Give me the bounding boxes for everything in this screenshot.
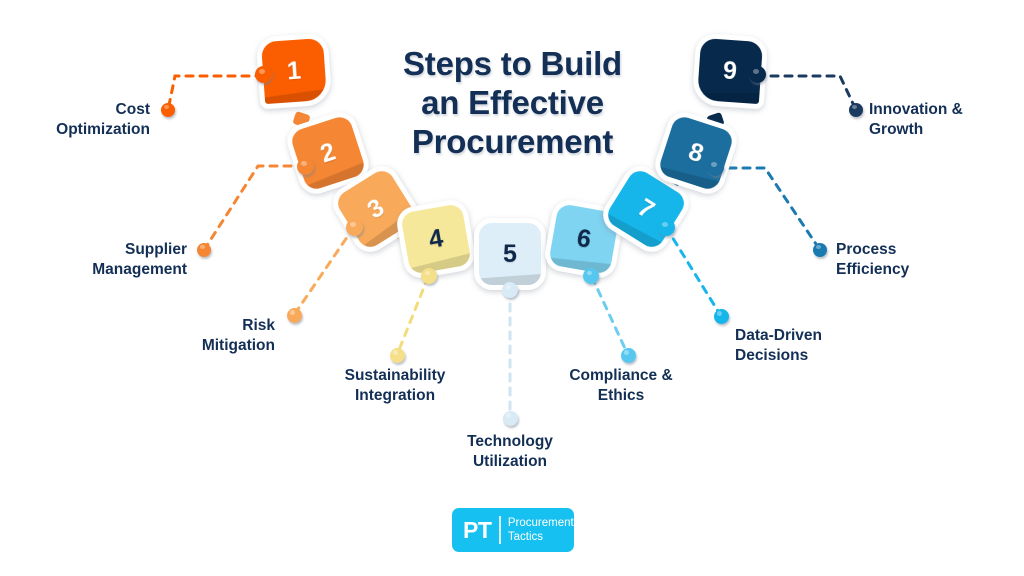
label-dot-cost-optimization (161, 103, 175, 117)
label-dot-data-driven-decisions (714, 309, 729, 324)
wire-innovation-growth (755, 74, 858, 112)
logo-wordmark-line1: Procurement (507, 517, 574, 529)
wire-compliance-ethics (590, 275, 630, 357)
label-supplier-management-line1: Supplier (124, 241, 187, 258)
wire-data-driven-decisions (664, 225, 723, 318)
step-dot-6 (583, 268, 599, 284)
step-dot-9 (749, 66, 766, 83)
label-cost-optimization-line2: Optimization (56, 121, 150, 138)
label-sustainability-integration: Sustainability Integration (298, 366, 492, 406)
label-dot-risk-mitigation (287, 308, 302, 323)
label-compliance-ethics: Compliance & Ethics (524, 366, 718, 406)
logo-wordmark: Procurement Tactics (508, 516, 574, 544)
title-line-1: Steps to Build (402, 45, 623, 82)
label-compliance-ethics-line1: Compliance & (569, 367, 673, 384)
title-line-2: an Effective (421, 84, 604, 121)
label-risk-mitigation-line2: Mitigation (201, 337, 275, 354)
wire-sustainability-integration (395, 275, 430, 357)
wire-cost-optimization (166, 74, 265, 112)
logo-wordmark-line2: Tactics (507, 531, 544, 543)
step-dot-2 (297, 158, 314, 175)
step-dot-1 (255, 66, 272, 83)
label-compliance-ethics-line2: Ethics (597, 387, 645, 404)
label-sustainability-integration-line2: Integration (354, 387, 436, 404)
label-process-efficiency-line1: Process (836, 241, 897, 258)
step-tile-5[interactable]: 5 (474, 218, 546, 290)
label-dot-sustainability-integration (390, 348, 405, 363)
label-dot-supplier-management (197, 243, 211, 257)
step-dot-8 (707, 159, 724, 176)
label-supplier-management: Supplier Management (0, 240, 187, 280)
label-innovation-growth: Innovation & Growth (869, 100, 1024, 140)
logo-divider (499, 516, 501, 544)
label-data-driven-decisions: Data-Driven Decisions (735, 326, 935, 366)
wire-risk-mitigation (292, 225, 356, 317)
label-process-efficiency: Process Efficiency (836, 240, 1024, 280)
step-face-5 (474, 218, 546, 290)
label-risk-mitigation-line1: Risk (242, 317, 275, 334)
label-cost-optimization-line1: Cost (115, 101, 150, 118)
step-dot-5 (502, 282, 518, 298)
step-tile-4[interactable]: 4 (394, 197, 478, 281)
logo-mark: PT (463, 516, 492, 543)
step-number-5: 5 (503, 239, 517, 268)
label-dot-compliance-ethics (621, 348, 636, 363)
label-dot-innovation-growth (849, 103, 863, 117)
step-dot-4 (421, 268, 437, 284)
step-number-4: 4 (426, 223, 446, 254)
label-cost-optimization: Cost Optimization (0, 100, 150, 140)
label-technology-utilization-line1: Technology (467, 433, 553, 450)
label-data-driven-decisions-line2: Decisions (735, 347, 809, 364)
label-innovation-growth-line1: Innovation & (869, 101, 963, 118)
label-technology-utilization-line2: Utilization (472, 453, 548, 470)
label-innovation-growth-line2: Growth (869, 121, 924, 138)
label-sustainability-integration-line1: Sustainability (344, 367, 446, 384)
label-supplier-management-line2: Management (92, 261, 187, 278)
label-risk-mitigation: Risk Mitigation (90, 316, 275, 356)
label-technology-utilization: Technology Utilization (413, 432, 607, 472)
step-dot-3 (346, 219, 363, 236)
step-dot-7 (658, 219, 675, 236)
wire-process-efficiency (713, 166, 822, 252)
page-title: Steps to Build an Effective Procurement (355, 44, 670, 161)
wire-supplier-management (202, 164, 307, 252)
label-process-efficiency-line2: Efficiency (836, 261, 910, 278)
label-dot-process-efficiency (813, 243, 827, 257)
brand-logo[interactable]: PT Procurement Tactics (452, 508, 574, 552)
label-dot-technology-utilization (503, 411, 518, 426)
label-data-driven-decisions-line1: Data-Driven (735, 327, 822, 344)
title-line-3: Procurement (411, 123, 614, 160)
